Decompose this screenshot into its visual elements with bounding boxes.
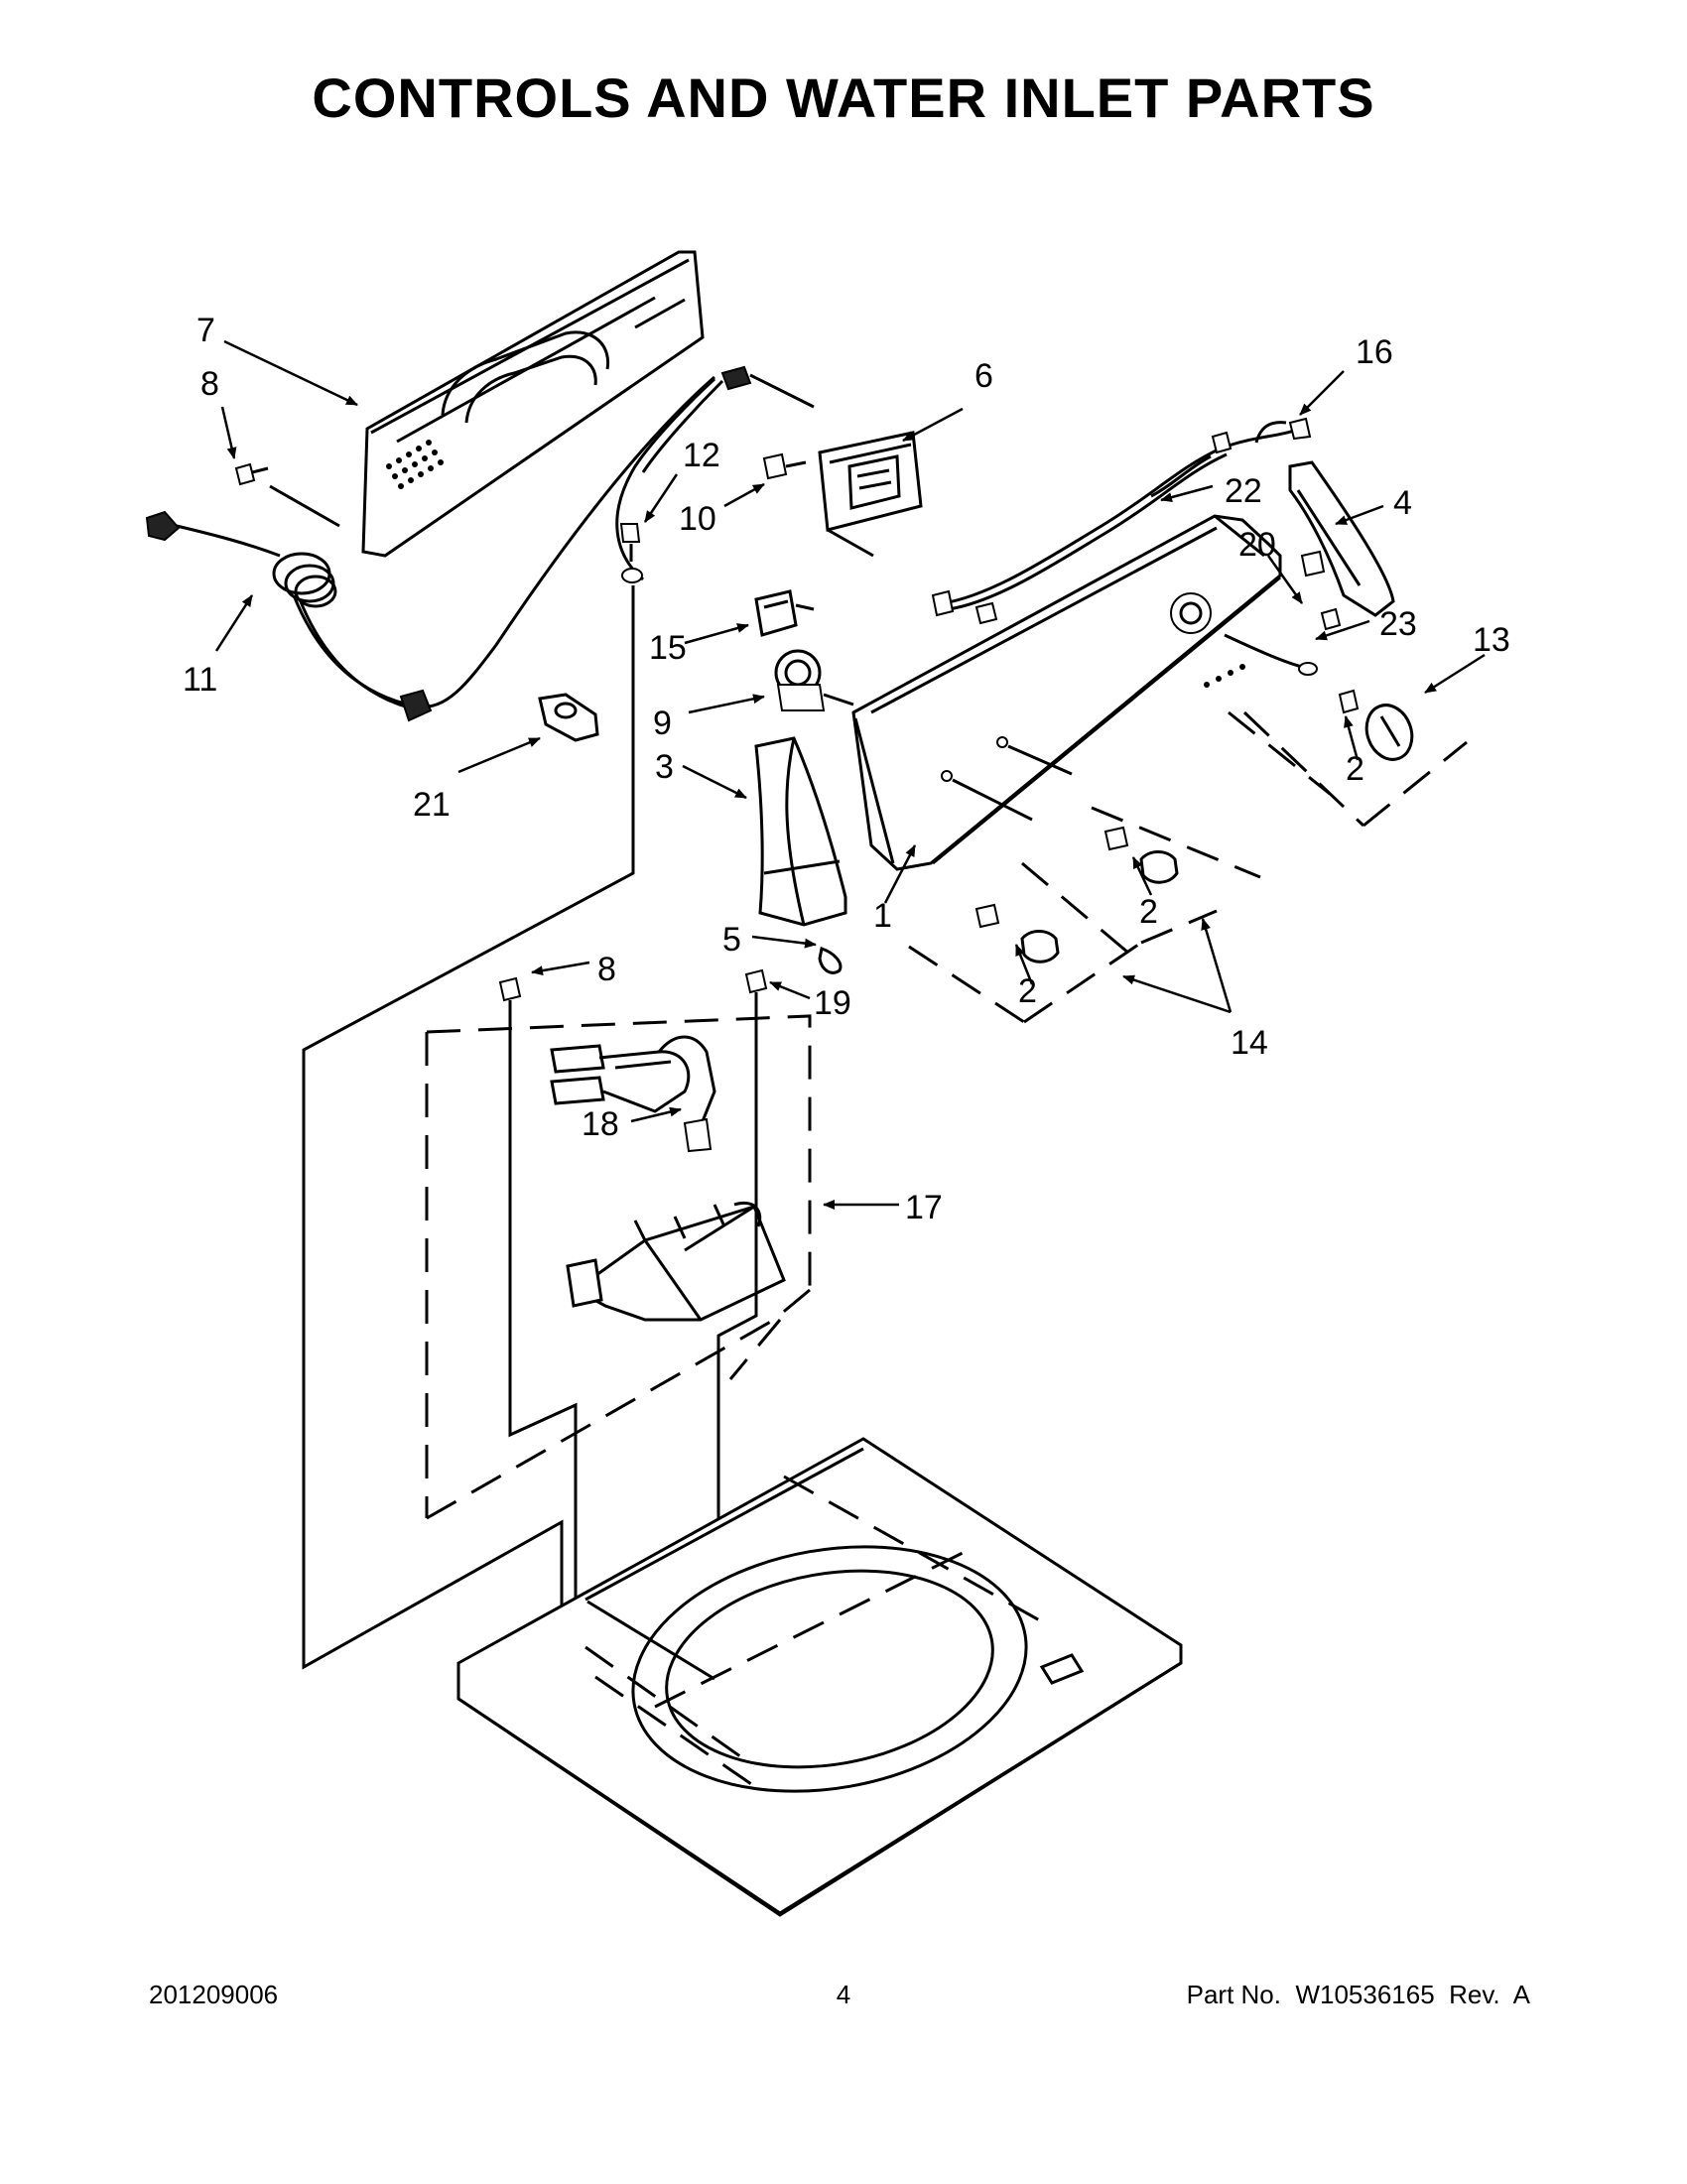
console-panel-part bbox=[361, 250, 705, 558]
knob-part bbox=[974, 903, 1060, 964]
dispenser-housing-part bbox=[754, 736, 847, 927]
control-console-part bbox=[851, 514, 1282, 871]
callout-13: 13 bbox=[1473, 621, 1510, 659]
callout-17: 17 bbox=[905, 1189, 943, 1226]
small-clip-part bbox=[818, 947, 843, 974]
bracket-screw-part bbox=[1224, 607, 1342, 676]
callout-22: 22 bbox=[1225, 472, 1262, 510]
selector-knob-part bbox=[1338, 689, 1414, 761]
callout-2: 2 bbox=[1346, 750, 1364, 788]
part-number: Part No. W10536165 Rev. A bbox=[1186, 1980, 1530, 2009]
wire-harness-part bbox=[931, 417, 1312, 625]
screw-part bbox=[234, 462, 340, 528]
callout-6: 6 bbox=[974, 357, 993, 395]
ground-wire-part bbox=[615, 365, 815, 581]
callout-19: 19 bbox=[814, 984, 851, 1022]
callout-5: 5 bbox=[722, 921, 741, 959]
clip-part bbox=[538, 693, 599, 742]
screw-part bbox=[498, 976, 522, 1032]
page-number: 4 bbox=[836, 1980, 851, 2009]
callout-20: 20 bbox=[1238, 526, 1276, 564]
switch-part bbox=[754, 589, 815, 637]
callout-1: 1 bbox=[873, 897, 892, 935]
dispenser-inlet-part bbox=[566, 1202, 786, 1322]
callout-18: 18 bbox=[582, 1105, 619, 1143]
callout-9: 9 bbox=[653, 705, 672, 742]
control-board-part bbox=[762, 431, 923, 558]
callout-15: 15 bbox=[649, 629, 687, 667]
water-valve-part bbox=[550, 1035, 716, 1153]
document-number: 201209006 bbox=[149, 1980, 279, 2009]
power-cord-part bbox=[145, 375, 715, 722]
callout-14: 14 bbox=[1231, 1024, 1268, 1062]
callout-8: 8 bbox=[200, 365, 219, 403]
screw-part bbox=[744, 968, 768, 1018]
callout-21: 21 bbox=[413, 786, 451, 824]
callout-12: 12 bbox=[683, 437, 720, 474]
ground-screw-part bbox=[619, 523, 643, 583]
callout-2: 2 bbox=[1018, 972, 1037, 1010]
callout-4: 4 bbox=[1393, 484, 1412, 522]
callout-3: 3 bbox=[655, 748, 674, 786]
washer-top-cover-part bbox=[456, 1437, 1183, 1917]
pressure-switch-part bbox=[774, 649, 854, 711]
callout-16: 16 bbox=[1356, 333, 1393, 371]
callout-10: 10 bbox=[679, 500, 716, 538]
callout-7: 7 bbox=[196, 312, 215, 349]
callout-8: 8 bbox=[597, 951, 616, 988]
page-title: CONTROLS AND WATER INLET PARTS bbox=[312, 66, 1375, 129]
end-cap-part bbox=[1288, 460, 1395, 617]
callout-2: 2 bbox=[1139, 893, 1158, 931]
knob-part bbox=[1103, 826, 1179, 884]
callout-23: 23 bbox=[1379, 605, 1417, 643]
callout-11: 11 bbox=[183, 661, 217, 699]
